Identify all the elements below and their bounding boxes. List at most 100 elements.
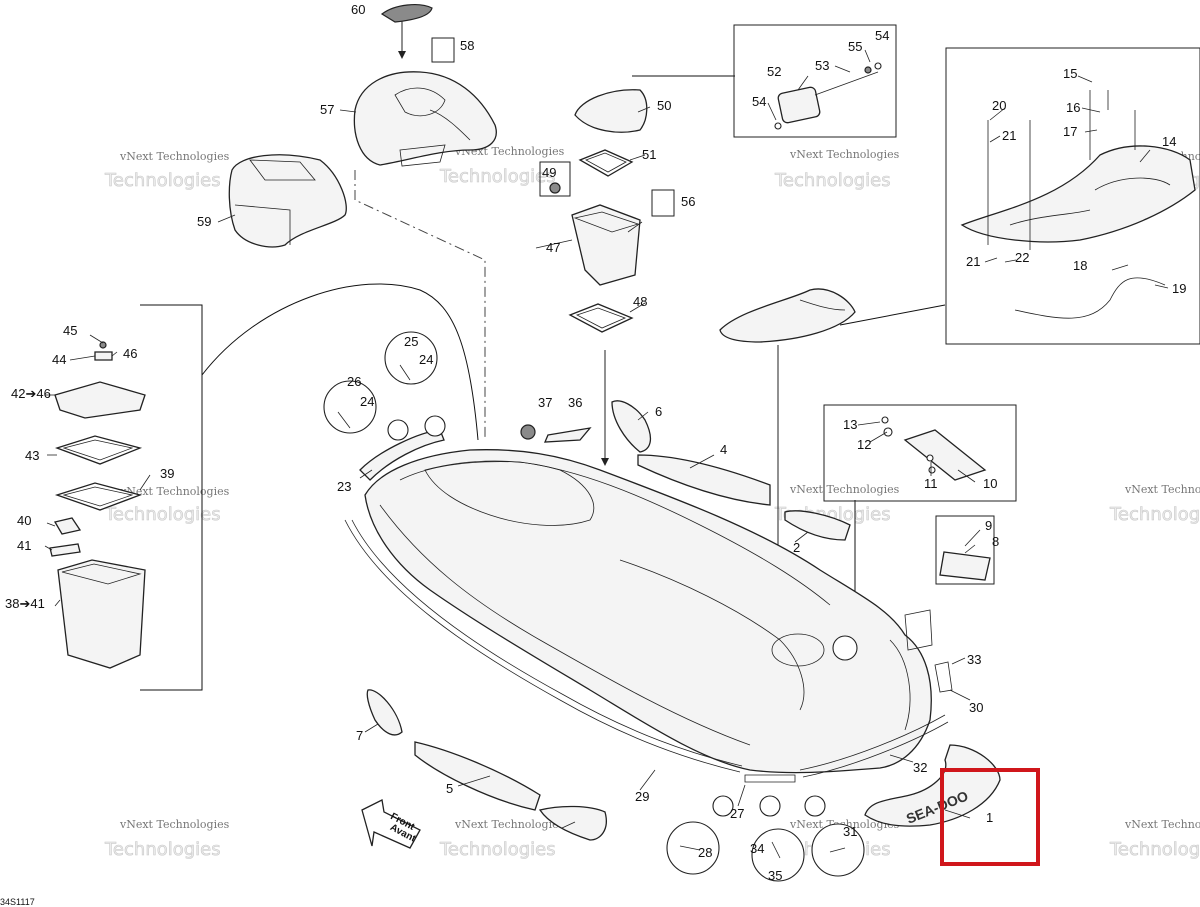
callout-label: 16 [1066, 100, 1080, 115]
part-2-pad [784, 510, 851, 541]
part-51-gasket [578, 149, 634, 177]
callout-label: 54 [875, 28, 889, 43]
callout-label: 24 [419, 352, 433, 367]
callout-label: 11 [924, 476, 938, 491]
callout-label: 35 [768, 868, 782, 883]
callout-label: 22 [1015, 250, 1029, 265]
callout-label: 21 [1002, 128, 1016, 143]
callout-label: 27 [730, 806, 744, 821]
callout-label: 5 [446, 781, 453, 796]
callout-label: 46 [123, 346, 137, 361]
front-arrow-icon: Front Avant [361, 799, 421, 849]
callout-label: 42➔46 [11, 386, 51, 401]
clip-frame-56 [651, 189, 675, 217]
callout-label: 59 [197, 214, 211, 229]
seat [719, 288, 856, 343]
part-29-rail [344, 519, 741, 773]
part-49-knob [549, 182, 561, 194]
callout-label: 38➔41 [5, 596, 45, 611]
callout-label: 34 [750, 841, 764, 856]
svg-text:vNext Technologies: vNext Technologies [1124, 483, 1200, 496]
callout-label: 25 [404, 334, 418, 349]
part-55-nut [864, 66, 872, 74]
svg-text:Technologies: Technologies [104, 170, 221, 191]
part-30-bumper [934, 661, 953, 693]
hull [364, 449, 932, 774]
callout-label: 26 [347, 374, 361, 389]
step-bracket [881, 416, 987, 481]
part-57-front-cover [353, 71, 497, 167]
rear-platform-frame [945, 47, 1200, 345]
tread-frame [935, 515, 995, 585]
part-7-pad [366, 689, 403, 736]
part-59-glovebox [228, 154, 347, 248]
step-bracket-frame [823, 404, 1017, 502]
watermark: vNext Technologies Technologies [104, 818, 230, 860]
svg-text:vNext Technologies: vNext Technologies [789, 148, 900, 161]
callout-label: 15 [1063, 66, 1077, 81]
part-42-lid [54, 381, 146, 419]
part-54-washer [774, 122, 782, 130]
callout-label: 20 [992, 98, 1006, 113]
highlight-box [940, 768, 1040, 866]
part-4-pad [637, 454, 771, 506]
part-54-washer [874, 62, 882, 70]
watermark: vNext Technologies Technologies [774, 148, 900, 191]
callout-label: 12 [857, 437, 871, 452]
callout-label: 19 [1172, 281, 1186, 296]
callout-label: 37 [538, 395, 552, 410]
callout-label: 36 [568, 395, 582, 410]
svg-text:Technologies: Technologies [1109, 839, 1200, 860]
part-37-bumper [520, 424, 536, 440]
callout-label: 1 [986, 810, 993, 825]
callout-label: 45 [63, 323, 77, 338]
callout-label: 49 [542, 165, 556, 180]
callout-label: 7 [356, 728, 363, 743]
callout-label: 48 [633, 294, 647, 309]
callout-label: 30 [969, 700, 983, 715]
part-19-rail [1014, 277, 1166, 319]
part-23-bumper [359, 429, 445, 481]
callout-label: 4 [720, 442, 727, 457]
callout-label: 51 [642, 147, 656, 162]
callout-label: 60 [351, 2, 365, 17]
callout-label: 24 [360, 394, 374, 409]
part-48-gasket [568, 303, 634, 333]
part-60-cap [380, 4, 433, 23]
callout-label: 41 [17, 538, 31, 553]
callout-label: 28 [698, 845, 712, 860]
part-44-clip [94, 351, 113, 361]
callout-label: 31 [843, 824, 857, 839]
callout-label: 8 [992, 534, 999, 549]
svg-text:vNext Technologies: vNext Technologies [454, 818, 565, 831]
svg-text:Technologies: Technologies [774, 170, 891, 191]
watermark: vNext Technologies Technologies [439, 818, 565, 860]
callout-label: 13 [843, 417, 857, 432]
part-52-pad [777, 86, 821, 124]
part-8-tread [939, 551, 991, 581]
callout-label: 29 [635, 789, 649, 804]
svg-text:vNext Technologies: vNext Technologies [789, 483, 900, 496]
callout-label: 43 [25, 448, 39, 463]
callout-label: 52 [767, 64, 781, 79]
clip-frame-58 [431, 37, 455, 63]
callout-label: 40 [17, 513, 31, 528]
callout-label: 10 [983, 476, 997, 491]
callout-label: 14 [1162, 134, 1176, 149]
callout-label: 2 [793, 540, 800, 555]
svg-text:Technologies: Technologies [1109, 504, 1200, 525]
callout-label: 55 [848, 39, 862, 54]
part-6-pad [611, 400, 652, 453]
knob-frame [539, 161, 571, 197]
svg-text:Technologies: Technologies [104, 504, 221, 525]
callout-label: 23 [337, 479, 351, 494]
rear-platform [960, 90, 1196, 319]
part-1-decal: SEA-DOO [864, 744, 1001, 827]
svg-text:vNext Technologies: vNext Technologies [119, 818, 230, 831]
callout-label: 44 [52, 352, 66, 367]
callout-label: 6 [655, 404, 662, 419]
svg-text:Technologies: Technologies [439, 839, 556, 860]
callout-label: 50 [657, 98, 671, 113]
svg-text:Technologies: Technologies [439, 166, 556, 187]
